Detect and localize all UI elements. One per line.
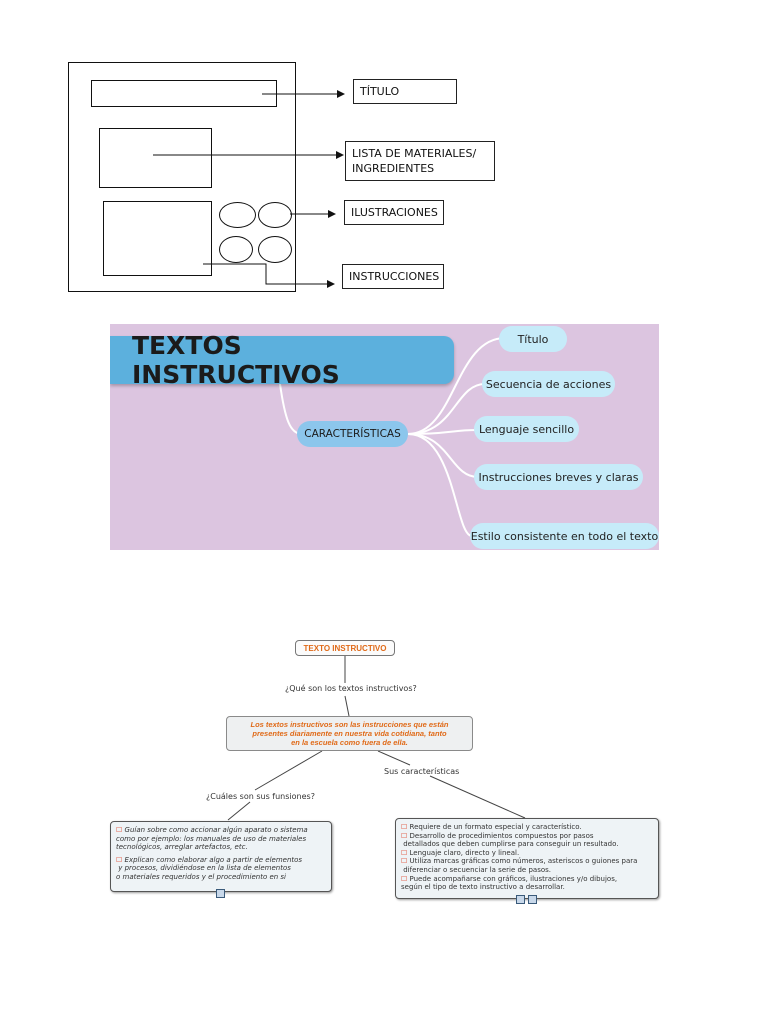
expand-icon[interactable]: [216, 889, 225, 898]
definition-line: Los textos instructivos son las instrucc…: [250, 720, 449, 729]
label-materiales: LISTA DE MATERIALES/ INGREDIENTES: [345, 141, 495, 181]
question-what: ¿Qué son los textos instructivos?: [285, 684, 417, 693]
functions-line: y procesos, dividiéndose en la lista de …: [116, 864, 291, 873]
functions-line: Guían sobre como accionar algún aparato …: [124, 826, 308, 834]
mind-map-connectors: [279, 337, 506, 537]
definition-box: Los textos instructivos son las instrucc…: [226, 716, 473, 751]
characteristics-line: detallados que deben cumplirse para cons…: [401, 840, 619, 849]
illustration-oval: [258, 236, 292, 263]
branch-secuencia: Secuencia de acciones: [482, 371, 615, 397]
characteristics-line: Lenguaje claro, directo y lineal.: [409, 848, 520, 857]
characteristics-line: Desarrollo de procedimientos compuestos …: [409, 831, 594, 840]
concept-map-lines: [227, 656, 526, 821]
label-titulo: TÍTULO: [353, 79, 457, 104]
label-instrucciones: INSTRUCCIONES: [342, 264, 444, 289]
functions-line: como por ejemplo: los manuales de uso de…: [116, 834, 307, 843]
mind-map-panel: TEXTOS INSTRUCTIVOS CARACTERÍSTICAS Títu…: [110, 324, 659, 550]
arrow-instrucciones: [203, 263, 335, 288]
layout-arrows: [153, 90, 345, 288]
bullet-icon: ☐: [401, 857, 408, 866]
bullet-icon: ☐: [401, 831, 408, 840]
branch-lenguaje: Lenguaje sencillo: [474, 416, 579, 442]
characteristics-line: Utiliza marcas gráficas como números, as…: [409, 857, 638, 866]
label-ilustraciones-text: ILUSTRACIONES: [351, 206, 438, 219]
definition-line: presentes diariamente en nuestra vida co…: [252, 729, 447, 738]
instructions-placeholder-box: [103, 201, 212, 276]
mind-map-title: TEXTOS INSTRUCTIVOS: [110, 331, 454, 389]
characteristics-line: según el tipo de texto instructivo a des…: [401, 883, 565, 892]
characteristics-line: Puede acompañarse con gráficos, ilustrac…: [409, 874, 618, 883]
label-ilustraciones: ILUSTRACIONES: [344, 200, 444, 225]
expand-icon[interactable]: [528, 895, 537, 904]
materials-placeholder-box: [99, 128, 212, 188]
definition-line: en la escuela como fuera de ella.: [291, 738, 408, 747]
illustration-oval: [258, 202, 292, 228]
functions-line: Explican como elaborar algo a partir de …: [124, 855, 303, 864]
functions-line: o materiales requeridos y el procedimien…: [116, 872, 287, 881]
functions-line: tecnológicos, arreglar artefactos, etc.: [116, 843, 248, 852]
bullet-icon: ☐: [401, 848, 408, 857]
label-instrucciones-text: INSTRUCCIONES: [349, 270, 440, 283]
question-functions: ¿Cuáles son sus funsiones?: [206, 792, 315, 801]
image-icon[interactable]: [516, 895, 525, 904]
characteristics-line: Requiere de un formato especial y caract…: [409, 823, 582, 831]
concept-map-title: TEXTO INSTRUCTIVO: [295, 640, 395, 656]
bullet-icon: ☐: [116, 855, 123, 864]
characteristics-box: ☐ Requiere de un formato especial y cara…: [395, 818, 659, 899]
label-materiales-line1: LISTA DE MATERIALES/: [352, 147, 477, 160]
title-placeholder-box: [91, 80, 277, 107]
bullet-icon: ☐: [401, 874, 408, 883]
characteristics-line: diferenciar o secuenciar la serie de pas…: [401, 865, 551, 874]
bullet-icon: ☐: [116, 826, 123, 834]
question-characteristics: Sus características: [384, 767, 460, 776]
mind-map-hub: CARACTERÍSTICAS: [297, 421, 408, 447]
branch-instrucciones: Instrucciones breves y claras: [474, 464, 643, 490]
branch-estilo: Estilo consistente en todo el texto: [470, 523, 659, 549]
label-materiales-line2: INGREDIENTES: [352, 162, 435, 175]
label-titulo-text: TÍTULO: [360, 85, 400, 98]
illustration-oval: [219, 202, 256, 228]
functions-box: ☐ Guían sobre como accionar algún aparat…: [110, 821, 332, 892]
branch-titulo: Título: [499, 326, 567, 352]
illustration-oval: [219, 236, 253, 263]
bullet-icon: ☐: [401, 823, 408, 831]
